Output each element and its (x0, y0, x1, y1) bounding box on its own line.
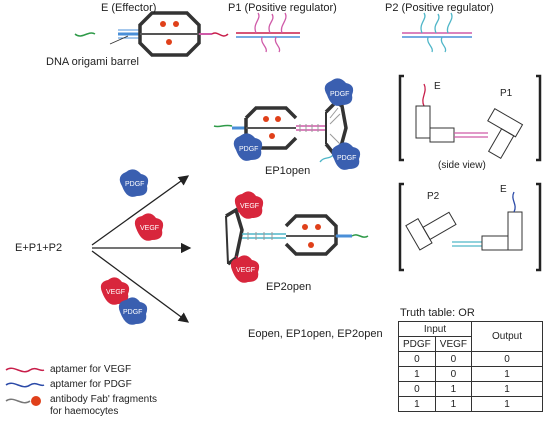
pdgf-label-ep1-top: PDGF (330, 91, 349, 98)
pdgf-label-lower: PDGF (123, 309, 142, 316)
side-view-label: (side view) (438, 160, 486, 171)
legend-pdgf-text: aptamer for PDGF (50, 379, 132, 390)
pdgf-blob-ep1-left (233, 133, 263, 161)
input-header: Input (397, 321, 473, 337)
effector-header: E (Effector) (101, 2, 157, 14)
table-row: 1 0 1 (398, 366, 544, 382)
vegf-label-ep2-top: VEGF (240, 203, 259, 210)
output-header: Output (471, 321, 544, 352)
vegf-label-middle: VEGF (140, 225, 159, 232)
table-cell: 1 (471, 396, 544, 412)
ep2open-label: EP2open (266, 281, 312, 293)
table-row: 1 1 1 (398, 396, 544, 412)
legend-antibody-text-2: for haemocytes (50, 406, 119, 417)
table-cell: 1 (398, 396, 436, 412)
legend-vegf-text: aptamer for VEGF (50, 364, 132, 375)
pdgf-blob-ep1-top (324, 78, 354, 106)
side-p2-label: P2 (427, 191, 440, 202)
vegf-blob-ep2-bottom (230, 255, 260, 283)
side-p1-label: P1 (500, 88, 513, 99)
table-cell: 0 (471, 351, 544, 367)
table-cell: 1 (398, 366, 436, 382)
side-e-label-2: E (500, 184, 507, 195)
vegf-blob-ep2-top (234, 191, 264, 219)
pdgf-blob-lower-arrow (118, 297, 148, 325)
legend-antibody-marker (5, 396, 41, 406)
vegf-blob-lower-arrow (100, 277, 130, 305)
p1-header: P1 (Positive regulator) (228, 2, 337, 14)
table-cell: 1 (434, 381, 473, 397)
origami-label: DNA origami barrel (46, 56, 139, 68)
table-row: 0 0 0 (398, 351, 544, 367)
col-pdgf-header: PDGF (398, 336, 436, 352)
truth-table: Input Output PDGF VEGF 0 0 0 1 0 1 0 1 1… (397, 321, 544, 412)
ep1open-label: EP1open (265, 165, 311, 177)
p1-strand (236, 12, 300, 53)
p2-header: P2 (Positive regulator) (385, 2, 494, 14)
pdgf-blob-upper-arrow (119, 169, 149, 197)
truth-table-title: Truth table: OR (400, 307, 475, 319)
p2-strand (402, 12, 472, 53)
legend-antibody-text-1: antibody Fab' fragments (50, 394, 157, 405)
side-view-ep2 (398, 182, 542, 272)
pdgf-label-ep1-left: PDGF (239, 146, 258, 153)
vegf-label-ep2-bottom: VEGF (236, 267, 255, 274)
side-e-label-1: E (434, 81, 441, 92)
legend-vegf-aptamer-line (5, 367, 45, 373)
pdgf-label-ep1-bottom: PDGF (337, 155, 356, 162)
pdgf-label-upper: PDGF (125, 181, 144, 188)
vegf-label-lower: VEGF (106, 289, 125, 296)
table-row: 0 1 1 (398, 381, 544, 397)
side-view-ep1 (398, 74, 542, 162)
input-mix-label: E+P1+P2 (15, 242, 63, 254)
table-cell: 0 (398, 351, 436, 367)
col-vegf-header: VEGF (434, 336, 473, 352)
legend-pdgf-aptamer-line (5, 382, 45, 388)
table-cell: 1 (471, 366, 544, 382)
vegf-blob-middle-arrow (134, 213, 164, 241)
table-cell: 1 (471, 381, 544, 397)
pdgf-blob-ep1-bottom (331, 142, 361, 170)
outcome-label: Eopen, EP1open, EP2open (248, 328, 383, 340)
table-cell: 0 (398, 381, 436, 397)
reaction-arrows (91, 175, 192, 323)
table-cell: 1 (434, 396, 473, 412)
table-cell: 0 (434, 366, 473, 382)
effector-barrel-closed (74, 11, 229, 57)
table-cell: 0 (434, 351, 473, 367)
